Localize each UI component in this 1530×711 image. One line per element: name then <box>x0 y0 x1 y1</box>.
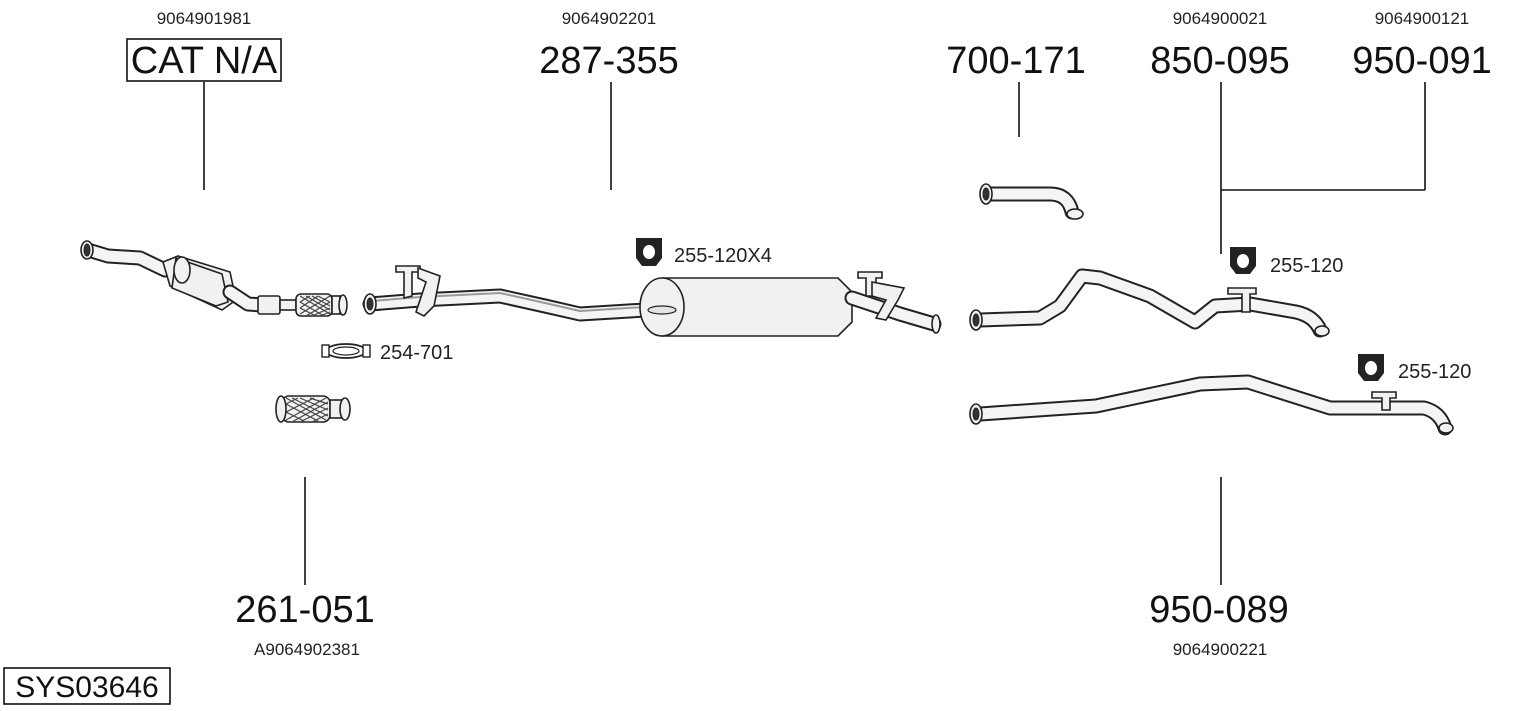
oem-flex-pipe: A9064902381 <box>254 640 360 659</box>
tail-end-drawing[interactable] <box>979 183 1084 220</box>
oem-catalyst: 9064901981 <box>157 9 252 28</box>
rear-pipe-lower-drawing[interactable] <box>969 374 1454 436</box>
part-number-flex-pipe[interactable]: 261-051 <box>235 589 374 631</box>
part-number-tail-end[interactable]: 700-171 <box>946 40 1085 82</box>
flex-pipe-drawing[interactable] <box>275 395 351 423</box>
mount-icon-main[interactable] <box>636 238 662 266</box>
mount-label-main[interactable]: 255-120X4 <box>674 245 772 267</box>
part-number-rear-pipe-b[interactable]: 950-091 <box>1352 40 1491 82</box>
oem-rear-pipe-c: 9064900221 <box>1173 640 1268 659</box>
oem-rear-pipe-a: 9064900021 <box>1173 9 1268 28</box>
mount-label-lower[interactable]: 255-120 <box>1398 361 1471 383</box>
part-number-rear-pipe-a[interactable]: 850-095 <box>1150 40 1289 82</box>
clamp-label[interactable]: 254-701 <box>380 342 453 364</box>
mount-label-upper[interactable]: 255-120 <box>1270 255 1343 277</box>
mount-icon-lower[interactable] <box>1358 354 1384 381</box>
part-number-catalyst[interactable]: CAT N/A <box>131 40 278 82</box>
part-number-front-pipe[interactable]: 287-355 <box>539 40 678 82</box>
system-code: SYS03646 <box>15 671 158 704</box>
cat-label-box <box>126 38 282 82</box>
mount-icon-upper[interactable] <box>1230 247 1256 274</box>
system-code-box <box>3 667 171 705</box>
rear-pipe-upper-drawing[interactable] <box>969 268 1330 338</box>
oem-front-pipe: 9064902201 <box>562 9 657 28</box>
catalyst-drawing[interactable] <box>80 240 348 317</box>
part-number-rear-pipe-c[interactable]: 950-089 <box>1149 589 1288 631</box>
front-pipe-muffler-drawing[interactable] <box>362 265 942 337</box>
oem-rear-pipe-b: 9064900121 <box>1375 9 1470 28</box>
clamp-drawing[interactable] <box>321 343 371 359</box>
